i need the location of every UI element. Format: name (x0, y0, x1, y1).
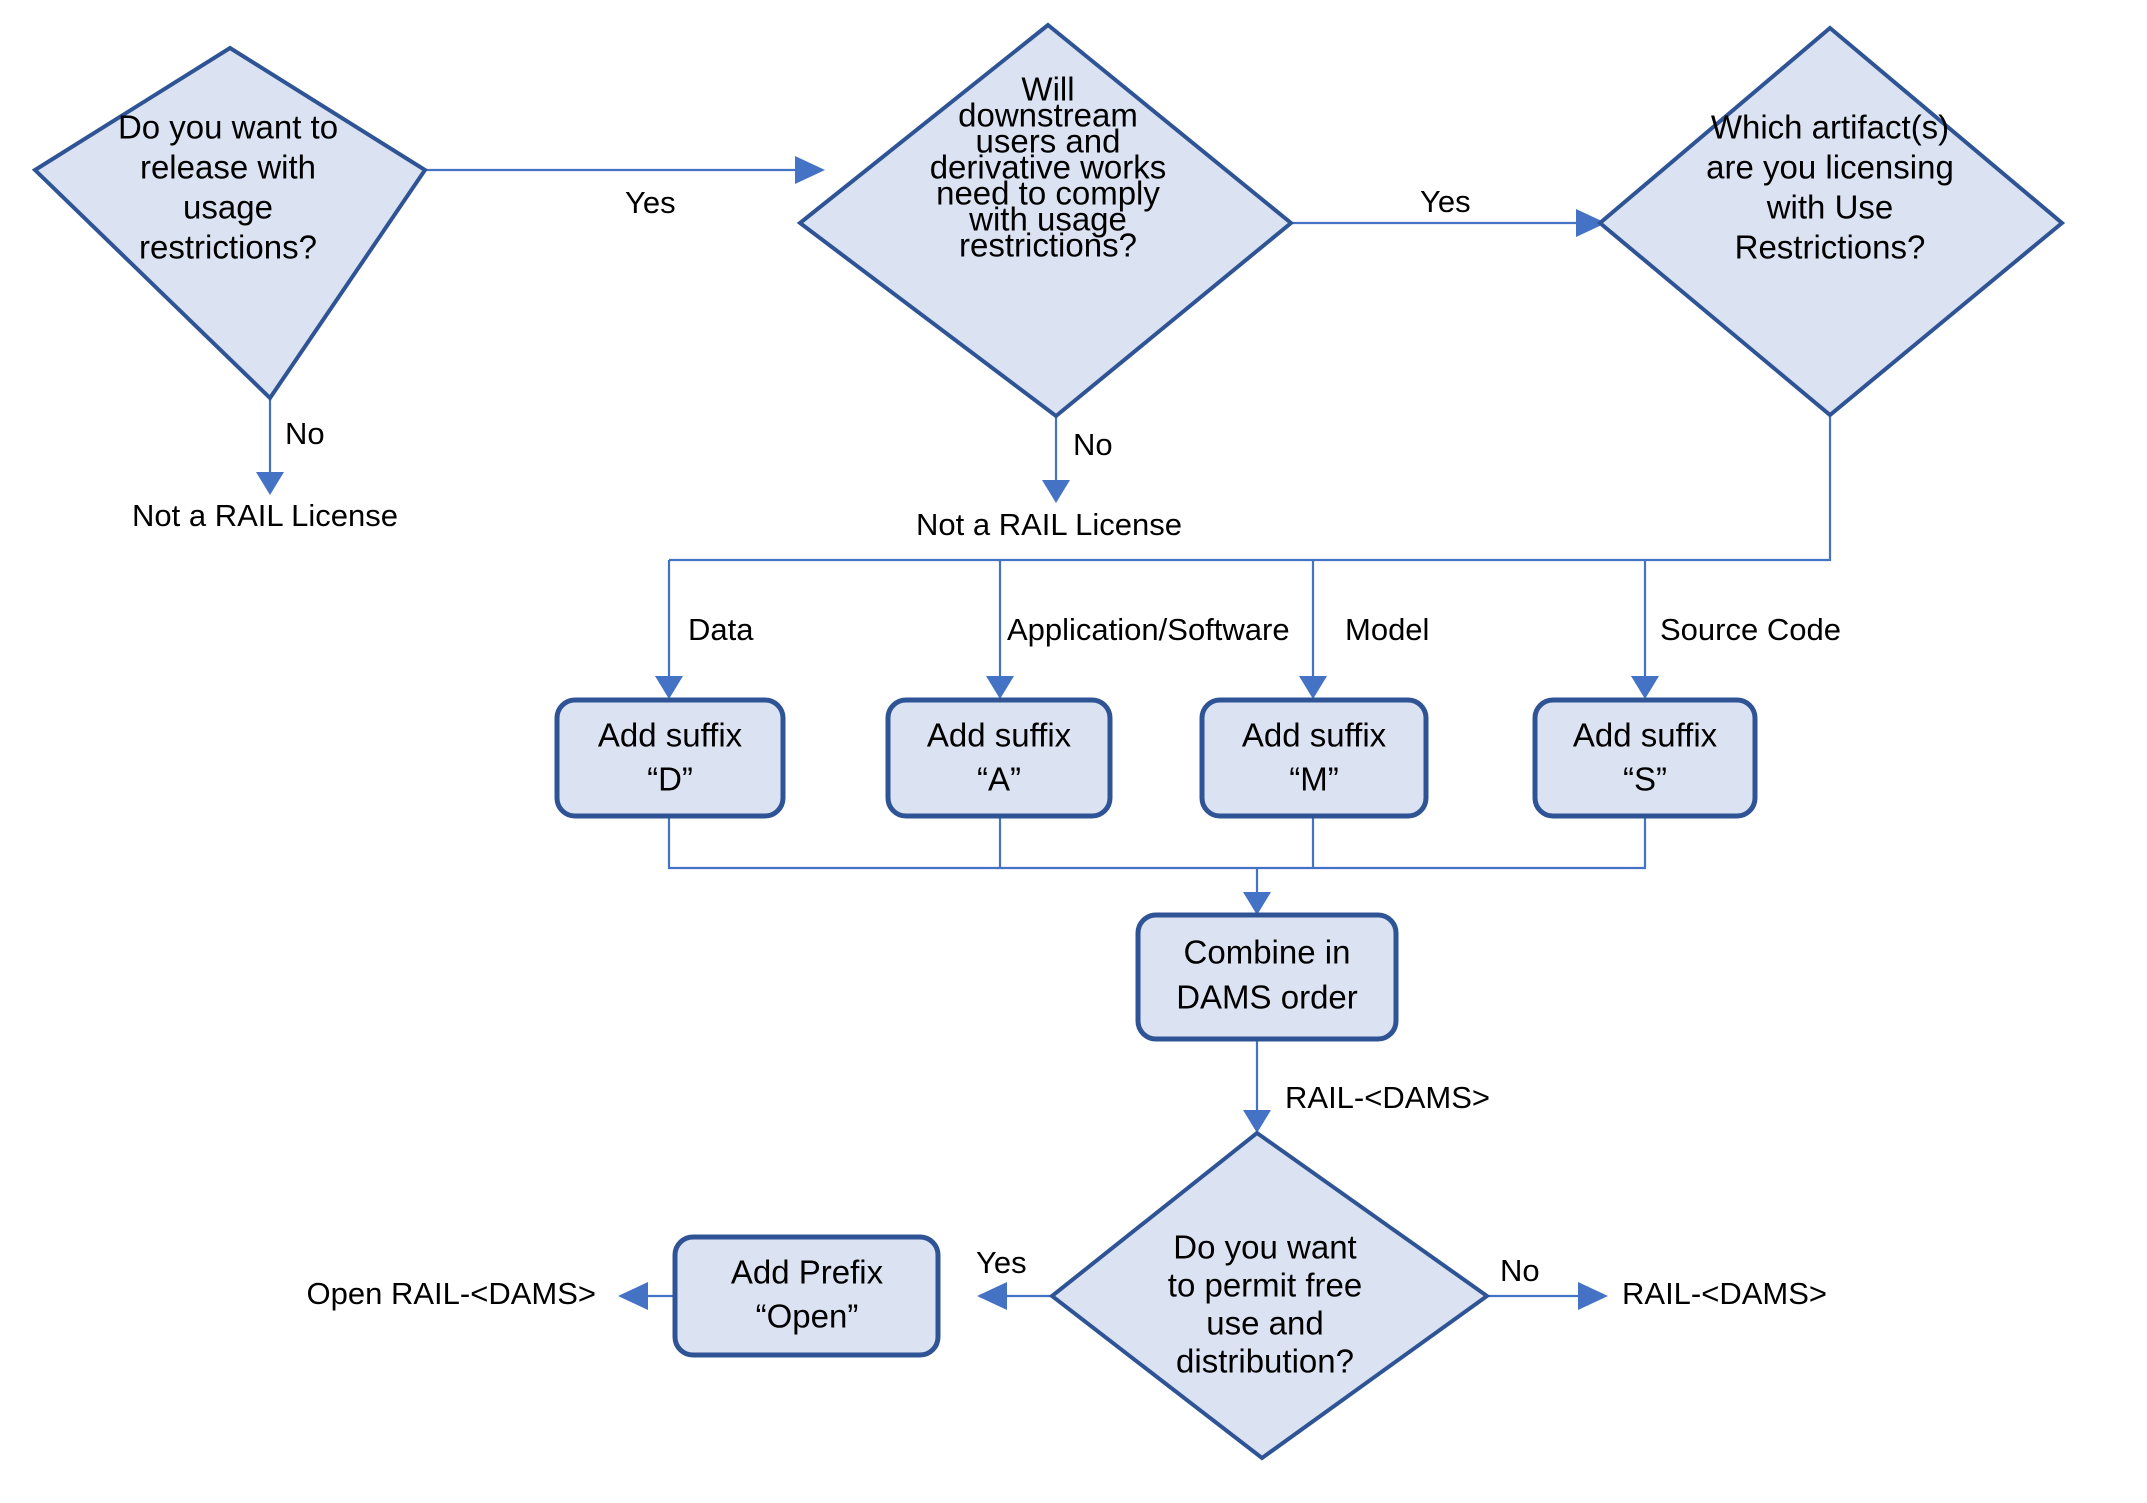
edge-bus-to-suffix-m-arrowhead (1299, 676, 1327, 699)
node-process-add-suffix-s[interactable]: Add suffix “S” (1532, 697, 1758, 819)
edge-q4-to-rail-dams-arrowhead (1578, 1282, 1608, 1310)
decision-q3-shape[interactable] (1596, 25, 2066, 418)
edge-bus-to-suffix-d (655, 560, 683, 699)
edge-combine-to-q4-arrowhead (1243, 1110, 1271, 1133)
edge-q4-to-prefix-open-arrowhead (977, 1282, 1007, 1310)
node-process-combine-dams-order[interactable]: Combine in DAMS order (1135, 912, 1399, 1042)
edge-label-q2-no: No (1073, 427, 1113, 462)
terminal-rail-dams: RAIL-<DAMS> (1622, 1276, 1827, 1311)
edge-bus-to-suffix-m (1299, 560, 1327, 699)
decision-q2-line-1: Will (1021, 71, 1074, 108)
node-decision-release-usage-restrictions[interactable]: Do you want to release with usage restri… (31, 45, 428, 402)
edge-q1-to-q2-arrowhead (795, 156, 825, 184)
decision-q3-line-3: with Use (1766, 189, 1894, 226)
decision-q1-line-4: restrictions? (139, 229, 317, 266)
decision-q4-line-3: use and (1206, 1305, 1323, 1342)
decision-q2-line-2: downstream (958, 97, 1138, 134)
edge-label-branch-application: Application/Software (1007, 612, 1290, 647)
terminal-not-a-rail-license-1: Not a RAIL License (132, 498, 398, 533)
node-decision-permit-free-use[interactable]: Do you want to permit free use and distr… (1048, 1130, 1491, 1461)
decision-q4-line-2: to permit free (1168, 1267, 1362, 1304)
edge-q2-to-q3 (1291, 209, 1606, 237)
edge-q2-to-not-rail-arrowhead (1042, 480, 1070, 503)
process-combine-line-2: DAMS order (1176, 979, 1358, 1016)
edge-bus-to-suffix-a (986, 560, 1014, 699)
process-combine-line-1: Combine in (1184, 934, 1351, 971)
edge-merge-bus-outer (667, 816, 1647, 870)
edge-label-q1-no: No (285, 416, 325, 451)
terminal-not-a-rail-license-2: Not a RAIL License (916, 507, 1182, 542)
decision-q2-line-7: restrictions? (959, 227, 1137, 264)
node-decision-downstream-compliance[interactable]: Will downstream users and derivative wor… (796, 22, 1295, 419)
process-suffix-a-line-1: Add suffix (927, 717, 1072, 754)
process-suffix-m-shape[interactable] (1199, 697, 1429, 819)
edge-prefix-open-to-terminal (618, 1282, 675, 1310)
process-suffix-s-line-2: “S” (1623, 761, 1667, 798)
decision-q2-shape[interactable] (796, 22, 1295, 419)
process-suffix-m-line-2: “M” (1289, 761, 1338, 798)
decision-q2-line-5: need to comply (936, 175, 1160, 212)
decision-q3-line-1: Which artifact(s) (1711, 109, 1949, 146)
edge-q2-to-q3-arrowhead (1576, 209, 1606, 237)
edge-q1-to-not-rail (256, 398, 284, 495)
process-suffix-d-line-2: “D” (647, 761, 693, 798)
edge-label-branch-model: Model (1345, 612, 1429, 647)
decision-q4-line-1: Do you want (1173, 1229, 1356, 1266)
edge-bus-to-suffix-s-arrowhead (1631, 676, 1659, 699)
edge-bus-to-combine (1243, 868, 1271, 915)
decision-q1-line-1: Do you want to (118, 109, 338, 146)
decision-q2-line-6: with usage (968, 201, 1127, 238)
decision-q2-line-3: users and (976, 123, 1121, 160)
edge-q1-to-not-rail-arrowhead (256, 472, 284, 495)
edge-suffixes-merge-bus (667, 816, 1647, 870)
node-process-add-suffix-a[interactable]: Add suffix “A” (885, 697, 1113, 819)
node-process-add-prefix-open[interactable]: Add Prefix “Open” (672, 1234, 941, 1358)
process-suffix-a-line-2: “A” (977, 761, 1021, 798)
node-decision-which-artifacts[interactable]: Which artifact(s) are you licensing with… (1596, 25, 2066, 418)
edge-label-q2-yes: Yes (1420, 184, 1471, 219)
edge-label-q1-yes: Yes (625, 185, 676, 220)
decision-q3-line-2: are you licensing (1706, 149, 1954, 186)
process-suffix-d-shape[interactable] (554, 697, 786, 819)
edge-bus-to-suffix-d-arrowhead (655, 676, 683, 699)
node-process-add-suffix-d[interactable]: Add suffix “D” (554, 697, 786, 819)
edge-q4-to-prefix-open (977, 1282, 1052, 1310)
edge-label-q4-no: No (1500, 1253, 1540, 1288)
edge-bus-to-suffix-s (1631, 560, 1659, 699)
edge-label-combine-out: RAIL-<DAMS> (1285, 1080, 1490, 1115)
process-prefix-open-shape[interactable] (672, 1234, 941, 1358)
terminal-open-rail-dams: Open RAIL-<DAMS> (307, 1276, 596, 1311)
process-suffix-m-line-1: Add suffix (1242, 717, 1387, 754)
node-process-add-suffix-m[interactable]: Add suffix “M” (1199, 697, 1429, 819)
edge-combine-to-q4 (1243, 1040, 1271, 1133)
edge-q2-to-not-rail (1042, 416, 1070, 503)
process-prefix-open-line-1: Add Prefix (731, 1254, 884, 1291)
process-suffix-a-shape[interactable] (885, 697, 1113, 819)
process-combine-shape[interactable] (1135, 912, 1399, 1042)
decision-q4-shape[interactable] (1048, 1130, 1491, 1461)
edge-label-branch-source-code: Source Code (1660, 612, 1841, 647)
decision-q1-shape[interactable] (31, 45, 428, 402)
edge-bus-to-combine-arrowhead (1243, 892, 1271, 915)
process-prefix-open-line-2: “Open” (756, 1298, 859, 1335)
decision-q3-line-4: Restrictions? (1735, 229, 1926, 266)
process-suffix-d-line-1: Add suffix (598, 717, 743, 754)
edge-bus-to-suffix-a-arrowhead (986, 676, 1014, 699)
decision-q1-line-2: release with (140, 149, 316, 186)
edge-q3-distribution-bus (669, 415, 1832, 562)
edge-q3-bus-path (669, 415, 1832, 562)
edge-prefix-open-to-terminal-arrowhead (618, 1282, 648, 1310)
edge-label-q4-yes: Yes (976, 1245, 1027, 1280)
process-suffix-s-line-1: Add suffix (1573, 717, 1718, 754)
process-suffix-s-shape[interactable] (1532, 697, 1758, 819)
decision-q2-line-4: derivative works (930, 149, 1167, 186)
decision-q4-line-4: distribution? (1176, 1343, 1354, 1380)
edge-q4-to-rail-dams (1487, 1282, 1608, 1310)
edge-q1-to-q2 (425, 156, 825, 184)
decision-q1-line-3: usage (183, 189, 273, 226)
edge-label-branch-data: Data (688, 612, 754, 647)
